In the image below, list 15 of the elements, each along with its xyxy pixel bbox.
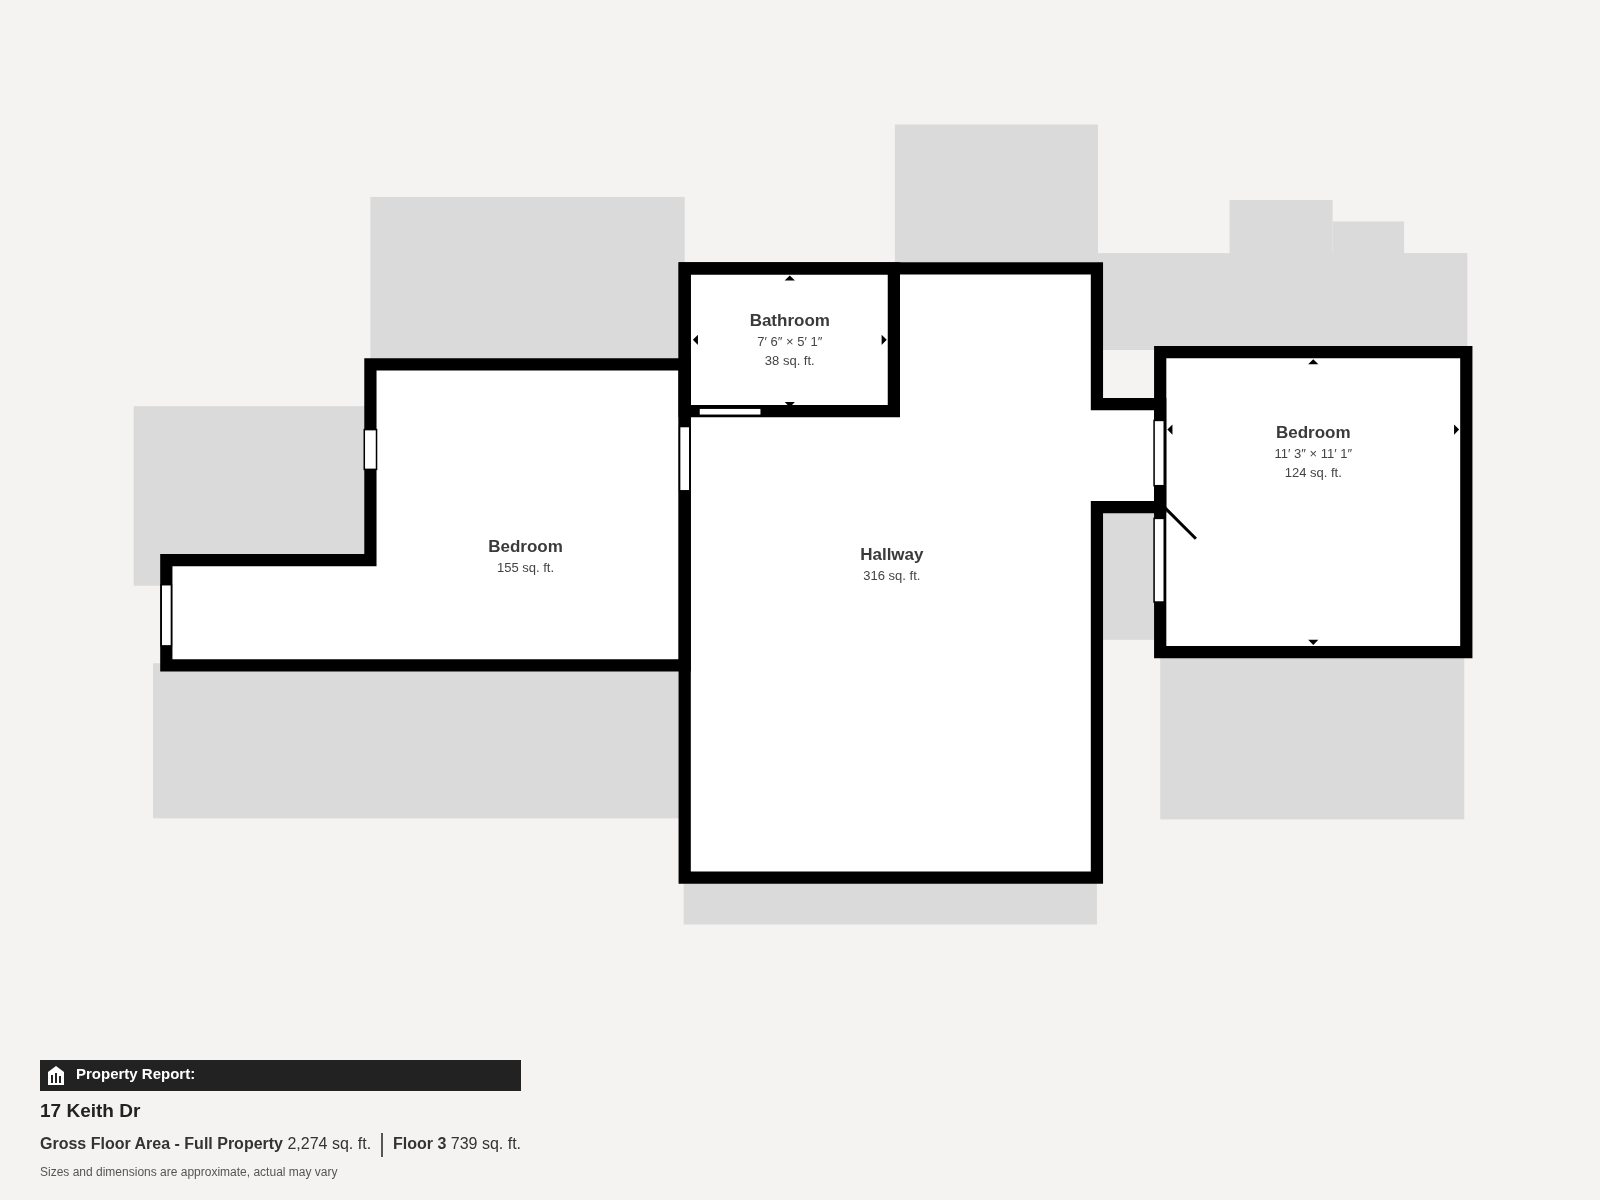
room-name: Hallway [860, 543, 924, 566]
room-dimensions: 7′ 6″ × 5′ 1″ [757, 332, 823, 351]
room-area: 38 sq. ft. [764, 350, 815, 370]
report-title: Property Report: [76, 1065, 196, 1082]
gross-floor-area: Gross Floor Area - Full Property 2,274 sq. ft. [40, 1135, 372, 1153]
disclaimer-note: Sizes and dimensions are approximate, actual may vary [40, 1165, 338, 1179]
room-area: 124 sq. ft. [1284, 463, 1342, 483]
room-name: Bathroom [749, 309, 830, 332]
address: 17 Keith Dr [40, 1100, 141, 1122]
floor-area: Floor 3 739 sq. ft. [393, 1135, 522, 1153]
room-area: 316 sq. ft. [863, 565, 921, 585]
room-name: Bedroom [1275, 422, 1351, 445]
room-dimensions: 11′ 3″ × 11′ 1″ [1274, 445, 1353, 464]
room-area: 155 sq. ft. [496, 557, 555, 577]
room-name: Bedroom [488, 535, 563, 558]
